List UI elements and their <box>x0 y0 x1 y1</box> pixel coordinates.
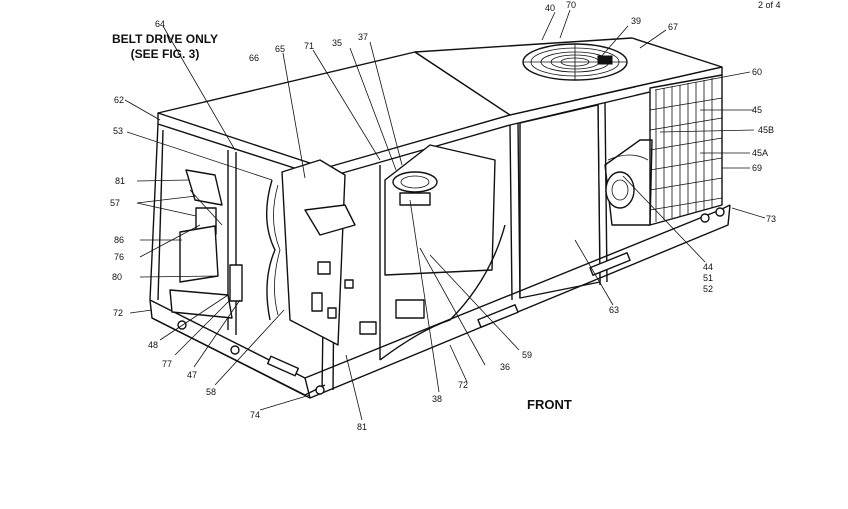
part-label-36: 36 <box>500 362 511 372</box>
part-label-76: 76 <box>114 252 125 262</box>
part-label-65: 65 <box>275 44 286 54</box>
part-label-73: 73 <box>766 214 777 224</box>
control-box <box>281 159 346 346</box>
part-label-67: 67 <box>668 22 679 32</box>
callout-line-1: BELT DRIVE ONLY <box>111 32 218 46</box>
part-label-53: 53 <box>113 126 124 136</box>
part-label-45: 45 <box>752 105 763 115</box>
part-label-39: 39 <box>631 16 642 26</box>
part-label-45a: 45A <box>752 148 769 158</box>
part-label-63: 63 <box>609 305 620 315</box>
leader-lines <box>124 9 766 421</box>
part-label-72-front: 72 <box>458 380 469 390</box>
part-label-86: 86 <box>114 235 125 245</box>
part-label-74: 74 <box>250 410 261 420</box>
corner-mark: 2 of 4 <box>758 0 781 10</box>
panel-63 <box>519 104 601 299</box>
part-label-35: 35 <box>332 38 343 48</box>
part-label-64: 64 <box>155 19 166 29</box>
part-label-38: 38 <box>432 394 443 404</box>
front-label: FRONT <box>527 397 572 412</box>
part-label-44: 44 <box>703 262 714 272</box>
part-label-69: 69 <box>752 163 763 173</box>
part-label-45b: 45B <box>758 125 775 135</box>
part-label-81-upper: 81 <box>115 176 126 186</box>
part-label-81-lower: 81 <box>357 422 368 432</box>
part-label-51: 51 <box>703 273 714 283</box>
part-label-52: 52 <box>703 284 714 294</box>
part-label-37: 37 <box>358 32 369 42</box>
part-label-80: 80 <box>112 272 123 282</box>
part-label-57: 57 <box>110 198 121 208</box>
part-label-70: 70 <box>566 0 577 10</box>
part-label-71: 71 <box>304 41 315 51</box>
condenser-fan-grille <box>522 43 628 81</box>
part-label-48: 48 <box>148 340 159 350</box>
callout-line-2: (SEE FIG. 3) <box>130 47 200 61</box>
part-label-58: 58 <box>206 387 217 397</box>
condenser-coil <box>649 74 723 226</box>
part-label-62: 62 <box>114 95 125 105</box>
part-label-60: 60 <box>752 67 763 77</box>
part-label-66: 66 <box>249 53 260 63</box>
part-label-59: 59 <box>522 350 533 360</box>
part-label-72-left: 72 <box>113 308 124 318</box>
part-label-77: 77 <box>162 359 173 369</box>
base-rail <box>149 204 731 379</box>
part-label-47: 47 <box>187 370 198 380</box>
part-label-40: 40 <box>545 3 556 13</box>
